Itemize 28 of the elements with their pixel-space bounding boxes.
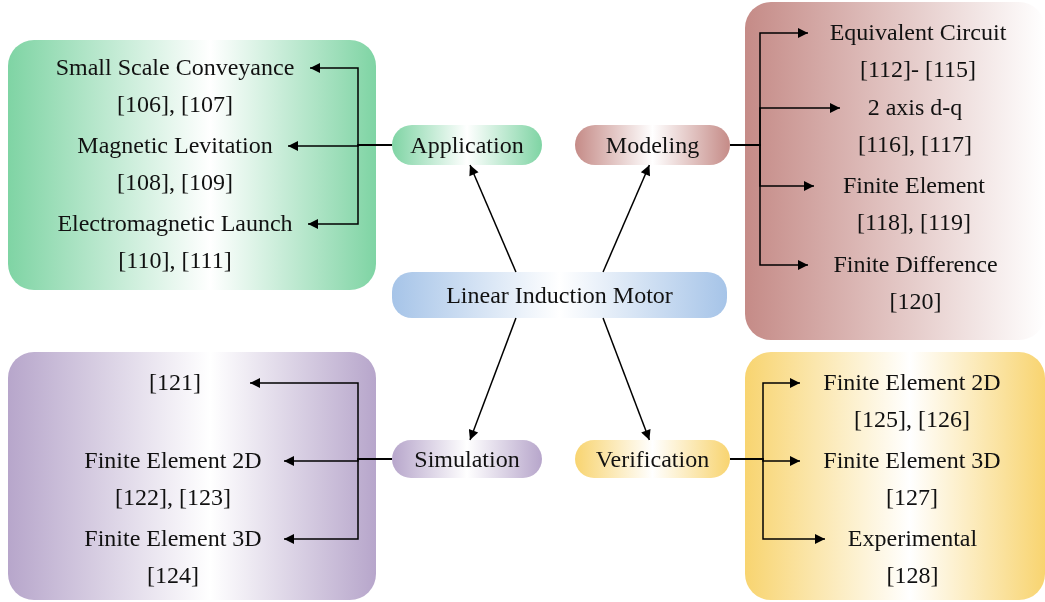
text-label: Finite Element 2D [125], [126]	[822, 368, 1002, 434]
panel-background	[745, 352, 1045, 600]
arrow	[602, 164, 651, 273]
text-label: Finite Element 3D [127]	[822, 446, 1002, 512]
topic-box: Modeling	[575, 125, 730, 165]
arrow	[283, 458, 393, 544]
text-label: Electromagnetic Launch [110], [111]	[56, 209, 294, 275]
text-label: Finite Element 3D [124]	[83, 524, 263, 590]
topic-box: Verification	[575, 440, 730, 478]
arrow	[307, 144, 393, 229]
topic-box: Simulation	[392, 440, 542, 478]
text-label: Equivalent Circuit [112]- [115]	[828, 18, 1008, 84]
topic-box: Application	[392, 125, 542, 165]
text-label: 2 axis d-q [116], [117]	[856, 93, 974, 159]
text-label: Finite Difference [120]	[832, 250, 999, 316]
panel-background	[8, 352, 376, 600]
arrow	[469, 164, 517, 273]
text-label: Small Scale Conveyance [106], [107]	[54, 53, 296, 119]
arrow	[468, 317, 517, 441]
text-label: [121]	[148, 368, 202, 397]
text-label: Experimental [128]	[846, 524, 979, 590]
arrow	[602, 317, 651, 441]
panel-background	[8, 40, 376, 290]
topic-box: Linear Induction Motor	[392, 272, 727, 318]
arrow	[729, 458, 826, 544]
text-label: Magnetic Levitation [108], [109]	[76, 131, 274, 197]
text-label: Finite Element [118], [119]	[842, 171, 986, 237]
text-label: Finite Element 2D [122], [123]	[83, 446, 263, 512]
